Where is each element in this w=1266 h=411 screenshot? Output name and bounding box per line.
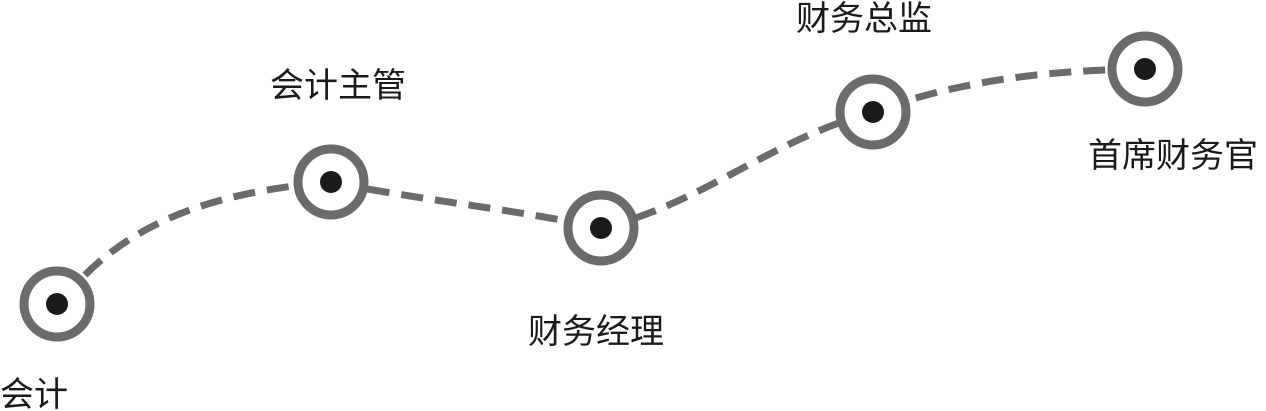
stage-label-finance-director: 财务总监 [796, 0, 932, 39]
node-dot [46, 293, 68, 315]
stage-node-cfo [1107, 31, 1183, 107]
stage-label-cfo: 首席财务官 [1088, 136, 1258, 176]
node-dot [590, 217, 612, 239]
career-path-line [82, 65, 1146, 278]
stage-node-accounting-supervisor [293, 144, 369, 220]
stage-label-accounting-supervisor: 会计主管 [270, 66, 406, 106]
stage-node-accountant [19, 266, 95, 342]
node-dot [862, 101, 884, 123]
stage-label-accountant: 会计 [0, 375, 68, 411]
node-dot [1134, 58, 1156, 80]
stage-node-finance-manager [563, 190, 639, 266]
node-dot [320, 171, 342, 193]
stage-node-finance-director [835, 74, 911, 150]
stage-label-finance-manager: 财务经理 [528, 312, 664, 352]
